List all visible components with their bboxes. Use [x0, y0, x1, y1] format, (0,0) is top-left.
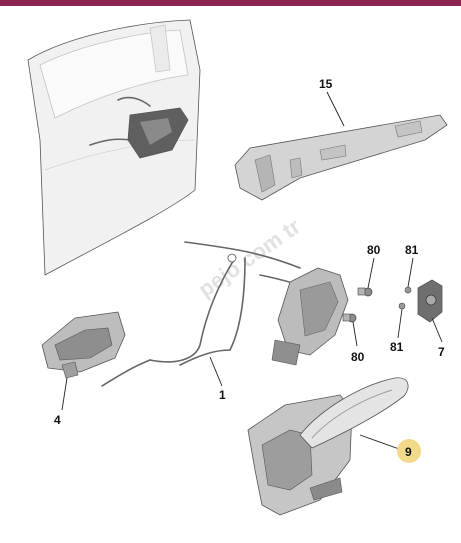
part-81-screw-lower	[398, 302, 406, 310]
leader-81-upper	[407, 257, 414, 288]
part-4-lock-module	[41, 311, 126, 379]
callout-81-lower: 81	[390, 340, 404, 354]
callout-9: 9	[405, 445, 412, 459]
part-15-trim-panel	[234, 114, 448, 201]
leader-80-upper	[367, 257, 375, 289]
part-80-bolt-upper	[357, 287, 373, 297]
callout-1: 1	[219, 388, 226, 402]
part-1-door-lock-assembly	[101, 241, 349, 387]
callout-7: 7	[438, 345, 445, 359]
leader-15	[326, 91, 345, 127]
door-illustration	[27, 19, 201, 276]
part-80-bolt-lower	[342, 313, 357, 323]
callout-80-upper: 80	[367, 243, 381, 257]
part-81-screw-upper	[404, 286, 412, 294]
leader-4	[61, 377, 68, 411]
part-7-striker	[417, 279, 443, 323]
callout-81-upper: 81	[405, 243, 419, 257]
leader-1	[209, 356, 223, 387]
highlight-badge-9	[397, 439, 421, 463]
callout-80-lower: 80	[351, 350, 365, 364]
leader-9	[359, 434, 403, 451]
top-accent-bar	[0, 0, 461, 6]
callout-4: 4	[54, 413, 61, 427]
leader-7	[431, 317, 443, 343]
leader-80-lower	[352, 321, 358, 347]
leader-81-lower	[397, 308, 403, 339]
callout-15: 15	[319, 77, 333, 91]
part-9-exterior-handle	[247, 377, 409, 516]
